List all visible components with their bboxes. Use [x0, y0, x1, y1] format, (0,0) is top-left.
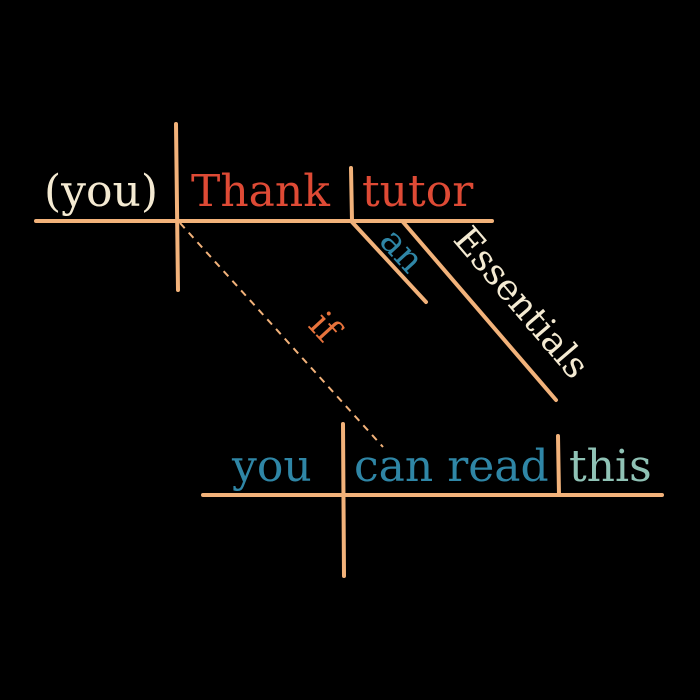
object-word: tutor: [362, 166, 474, 217]
clause-verb-word: can read: [354, 441, 549, 492]
subject-word: (you): [44, 166, 158, 217]
modifier-an-word: an: [371, 220, 431, 281]
clause-object-word: this: [569, 441, 652, 492]
conjunction-word: if: [300, 304, 349, 352]
verb-word: Thank: [191, 166, 330, 217]
verb-object-divider: [349, 166, 354, 223]
modifier-slant-essentials: [401, 220, 558, 402]
clause-verb-object-divider: [556, 434, 561, 497]
conjunction-dashed-connector: [179, 222, 384, 448]
main-clause-lines: [34, 122, 494, 292]
clause-subject-verb-divider: [341, 422, 346, 578]
subordinate-clause-lines: [201, 422, 664, 578]
modifier-lines: [350, 220, 558, 402]
clause-subject-word: you: [231, 441, 312, 492]
modifier-slant-an: [350, 220, 428, 304]
subject-verb-divider: [174, 122, 180, 292]
